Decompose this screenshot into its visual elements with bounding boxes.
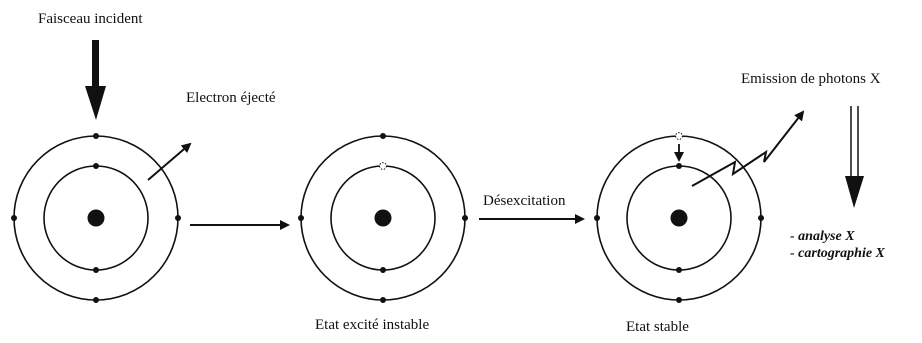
vacancy (675, 132, 683, 140)
electron (380, 297, 386, 303)
deexcitation-label: Désexcitation (483, 193, 566, 209)
ejected-electron-label: Electron éjecté (186, 90, 276, 106)
incident-beam-arrow (85, 40, 106, 120)
photon-emission-label: Emission de photons X (741, 71, 881, 87)
electron (676, 163, 682, 169)
electron (594, 215, 600, 221)
electron (93, 297, 99, 303)
electron (380, 267, 386, 273)
mapping-x-label: - cartographie X (790, 246, 885, 261)
electron (758, 215, 764, 221)
electron (93, 133, 99, 139)
atom-excited-unstable (298, 133, 468, 303)
vacancy (379, 162, 387, 170)
atom-stable (594, 132, 764, 303)
detection-arrow (845, 106, 864, 208)
electron (93, 267, 99, 273)
electron (175, 215, 181, 221)
stable-state-label: Etat stable (626, 319, 689, 335)
incident-beam-label: Faisceau incident (38, 11, 143, 27)
electron (11, 215, 17, 221)
analysis-x-label: - analyse X (790, 229, 855, 244)
electron (462, 215, 468, 221)
nucleus (374, 209, 392, 227)
electron (298, 215, 304, 221)
nucleus (87, 209, 105, 227)
atom-initial (11, 133, 181, 303)
unstable-excited-state-label: Etat excité instable (315, 317, 430, 333)
electron (93, 163, 99, 169)
ejected-electron-arrow (147, 142, 192, 181)
nucleus (670, 209, 688, 227)
electron (380, 133, 386, 139)
electron (676, 267, 682, 273)
electron (676, 297, 682, 303)
photon-emission-arrow (691, 110, 805, 187)
